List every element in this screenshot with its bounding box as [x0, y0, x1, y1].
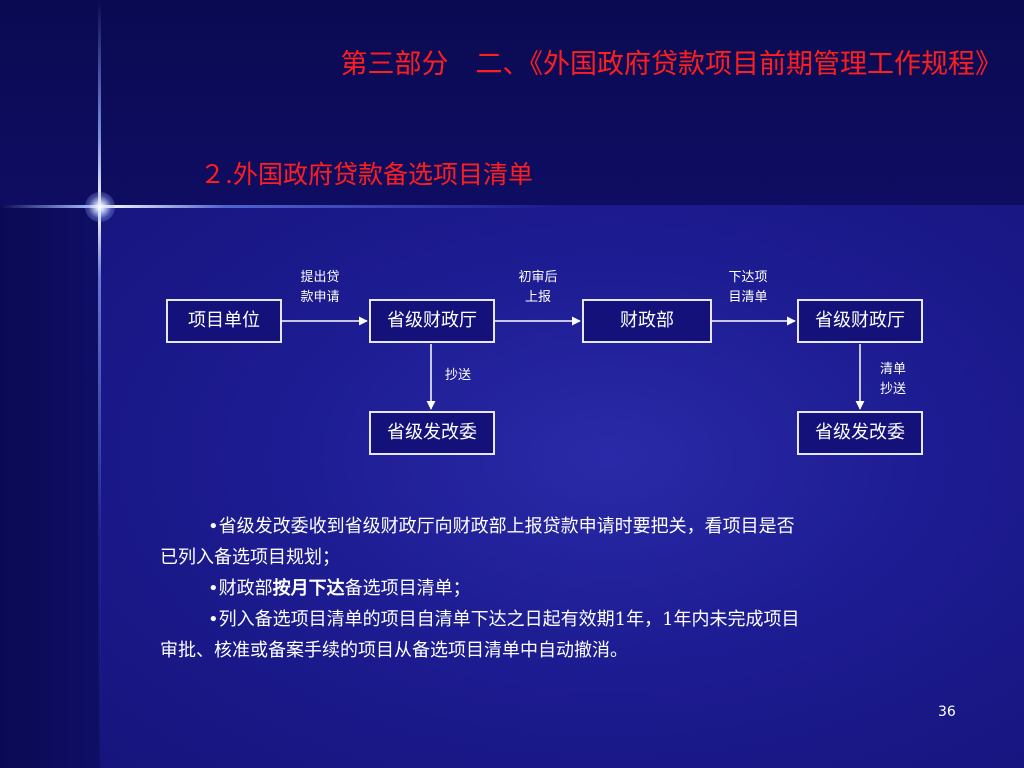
header-title: 第三部分 二、《外国政府贷款项目前期管理工作规程》 — [340, 49, 1003, 80]
node-ministry-of-finance: 财政部 — [582, 299, 712, 343]
label-submit-loan-application: 提出贷 款申请 — [290, 268, 350, 308]
background-main — [100, 205, 1024, 768]
node-provincial-ndrc-2: 省级发改委 — [797, 411, 923, 455]
section-subtitle: ２.外国政府贷款备选项目清单 — [200, 160, 533, 189]
note-emphasis: 按月下达 — [272, 578, 345, 599]
note-text: 列入备选项目清单的项目自清单下达之日起有效期1年，1年内未完成项目 — [218, 609, 800, 630]
label-preliminary-review: 初审后 上报 — [508, 268, 568, 308]
page-number: 36 — [938, 704, 956, 720]
star-flare-icon — [85, 192, 115, 222]
note-text: 备选项目清单； — [344, 578, 471, 599]
label-list-copy-to: 清单 抄送 — [868, 360, 918, 400]
bullet-icon: • — [208, 609, 219, 630]
star-flare-vertical — [98, 0, 101, 768]
note-line: •省级发改委收到省级财政厅向财政部上报贷款申请时要把关，看项目是否 — [160, 511, 960, 542]
star-flare-horizontal — [0, 205, 560, 208]
note-line: •财政部按月下达备选项目清单； — [160, 573, 960, 604]
node-provincial-finance-dept: 省级财政厅 — [369, 299, 495, 343]
note-line: 审批、核准或备案手续的项目从备选项目清单中自动撤消。 — [160, 640, 628, 661]
label-line: 款申请 — [300, 290, 340, 305]
label-copy-to: 抄送 — [436, 366, 480, 386]
label-issue-project-list: 下达项 目清单 — [718, 268, 778, 308]
bullet-icon: • — [208, 578, 219, 599]
label-line: 抄送 — [879, 382, 906, 397]
node-provincial-ndrc: 省级发改委 — [369, 411, 495, 455]
label-line: 抄送 — [444, 368, 471, 383]
label-line: 提出贷 — [300, 270, 340, 285]
note-line: 已列入备选项目规划； — [160, 547, 340, 568]
note-text: 财政部 — [218, 578, 273, 599]
note-text: 省级发改委收到省级财政厅向财政部上报贷款申请时要把关，看项目是否 — [218, 516, 795, 537]
note-item-1: •省级发改委收到省级财政厅向财政部上报贷款申请时要把关，看项目是否 已列入备选项… — [160, 511, 960, 573]
bullet-icon: • — [208, 516, 219, 537]
node-project-unit: 项目单位 — [166, 299, 282, 343]
label-line: 初审后 — [518, 270, 558, 285]
label-line: 清单 — [879, 362, 906, 377]
note-item-3: •列入备选项目清单的项目自清单下达之日起有效期1年，1年内未完成项目 审批、核准… — [160, 604, 960, 666]
background-top — [0, 0, 1024, 205]
node-provincial-finance-dept-2: 省级财政厅 — [797, 299, 923, 343]
label-line: 上报 — [524, 290, 551, 305]
note-line: •列入备选项目清单的项目自清单下达之日起有效期1年，1年内未完成项目 — [160, 604, 960, 635]
note-item-2: •财政部按月下达备选项目清单； — [160, 573, 960, 604]
label-line: 目清单 — [728, 290, 768, 305]
background-left — [0, 205, 100, 768]
label-line: 下达项 — [728, 270, 768, 285]
